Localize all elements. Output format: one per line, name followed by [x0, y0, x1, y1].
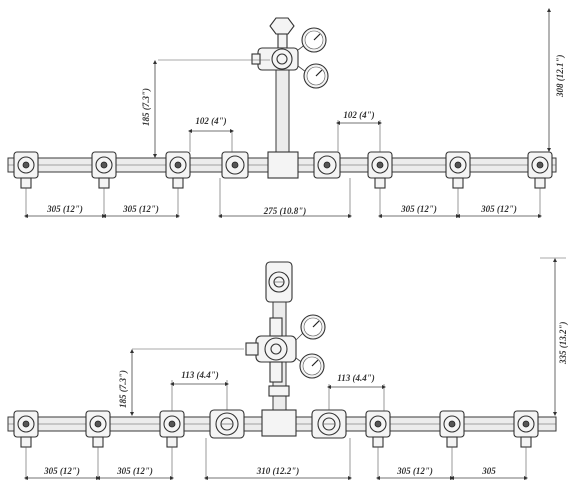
top-spacing-right-2-label: 305 (12")	[480, 204, 517, 214]
bottom-gap-right-label: 113 (4.4")	[337, 373, 375, 383]
top-gap-left-label: 102 (4")	[195, 116, 226, 126]
bottom-spacing-left-1-label: 305 (12")	[43, 466, 80, 476]
top-spacing-left-1-label: 305 (12")	[46, 204, 83, 214]
top-valve-3	[165, 151, 191, 189]
bottom-pressure-gauge-2	[299, 353, 325, 379]
bottom-center-span-label: 310 (12.2")	[256, 466, 300, 476]
top-pressure-gauge-1	[301, 27, 327, 53]
top-valve-5	[313, 151, 341, 179]
top-regulator	[251, 17, 307, 73]
bottom-valve-3	[159, 410, 185, 448]
top-valve-2	[91, 151, 117, 189]
bottom-riser-height-label: 185 (7.3")	[118, 370, 128, 408]
bottom-overall-height-label: 335 (13.2")	[558, 322, 568, 366]
top-spacing-left-2-label: 305 (12")	[122, 204, 159, 214]
bottom-spacing-right-2-label: 305	[481, 466, 496, 476]
top-riser-pipe	[275, 59, 290, 166]
top-center-span-label: 275 (10.8")	[263, 206, 307, 216]
top-tee-fitting	[267, 151, 299, 179]
bottom-manifold: 185 (7.3") 335 (13.2") 113 (4.4") 113 (4…	[7, 257, 568, 480]
bottom-riser-top-valve	[265, 261, 293, 303]
top-pressure-gauge-2	[303, 63, 329, 89]
top-riser-height-label: 185 (7.3")	[141, 88, 151, 126]
bottom-valve-4	[209, 409, 245, 439]
top-valve-6	[367, 151, 393, 189]
bottom-valve-2	[85, 410, 111, 448]
top-valve-1	[13, 151, 39, 189]
top-spacing-right-1-label: 305 (12")	[400, 204, 437, 214]
top-valve-7	[445, 151, 471, 189]
bottom-valve-6	[365, 410, 391, 448]
bottom-valve-7	[439, 410, 465, 448]
top-valve-4	[221, 151, 249, 179]
bottom-spacing-right-1-label: 305 (12")	[396, 466, 433, 476]
bottom-valve-1	[13, 410, 39, 448]
bottom-pressure-gauge-1	[300, 314, 326, 340]
top-valve-8	[527, 151, 553, 189]
bottom-regulator	[245, 317, 305, 383]
top-gap-right-label: 102 (4")	[343, 110, 374, 120]
top-manifold: 185 (7.3") 308 (12.1") 102 (4") 102 (4")…	[7, 8, 565, 218]
bottom-gap-left-label: 113 (4.4")	[181, 370, 219, 380]
bottom-valve-5	[311, 409, 347, 439]
bottom-spacing-left-2-label: 305 (12")	[116, 466, 153, 476]
bottom-valve-8	[513, 410, 539, 448]
bottom-tee-fitting	[261, 409, 297, 437]
top-overall-height-label: 308 (12.1")	[555, 55, 565, 99]
